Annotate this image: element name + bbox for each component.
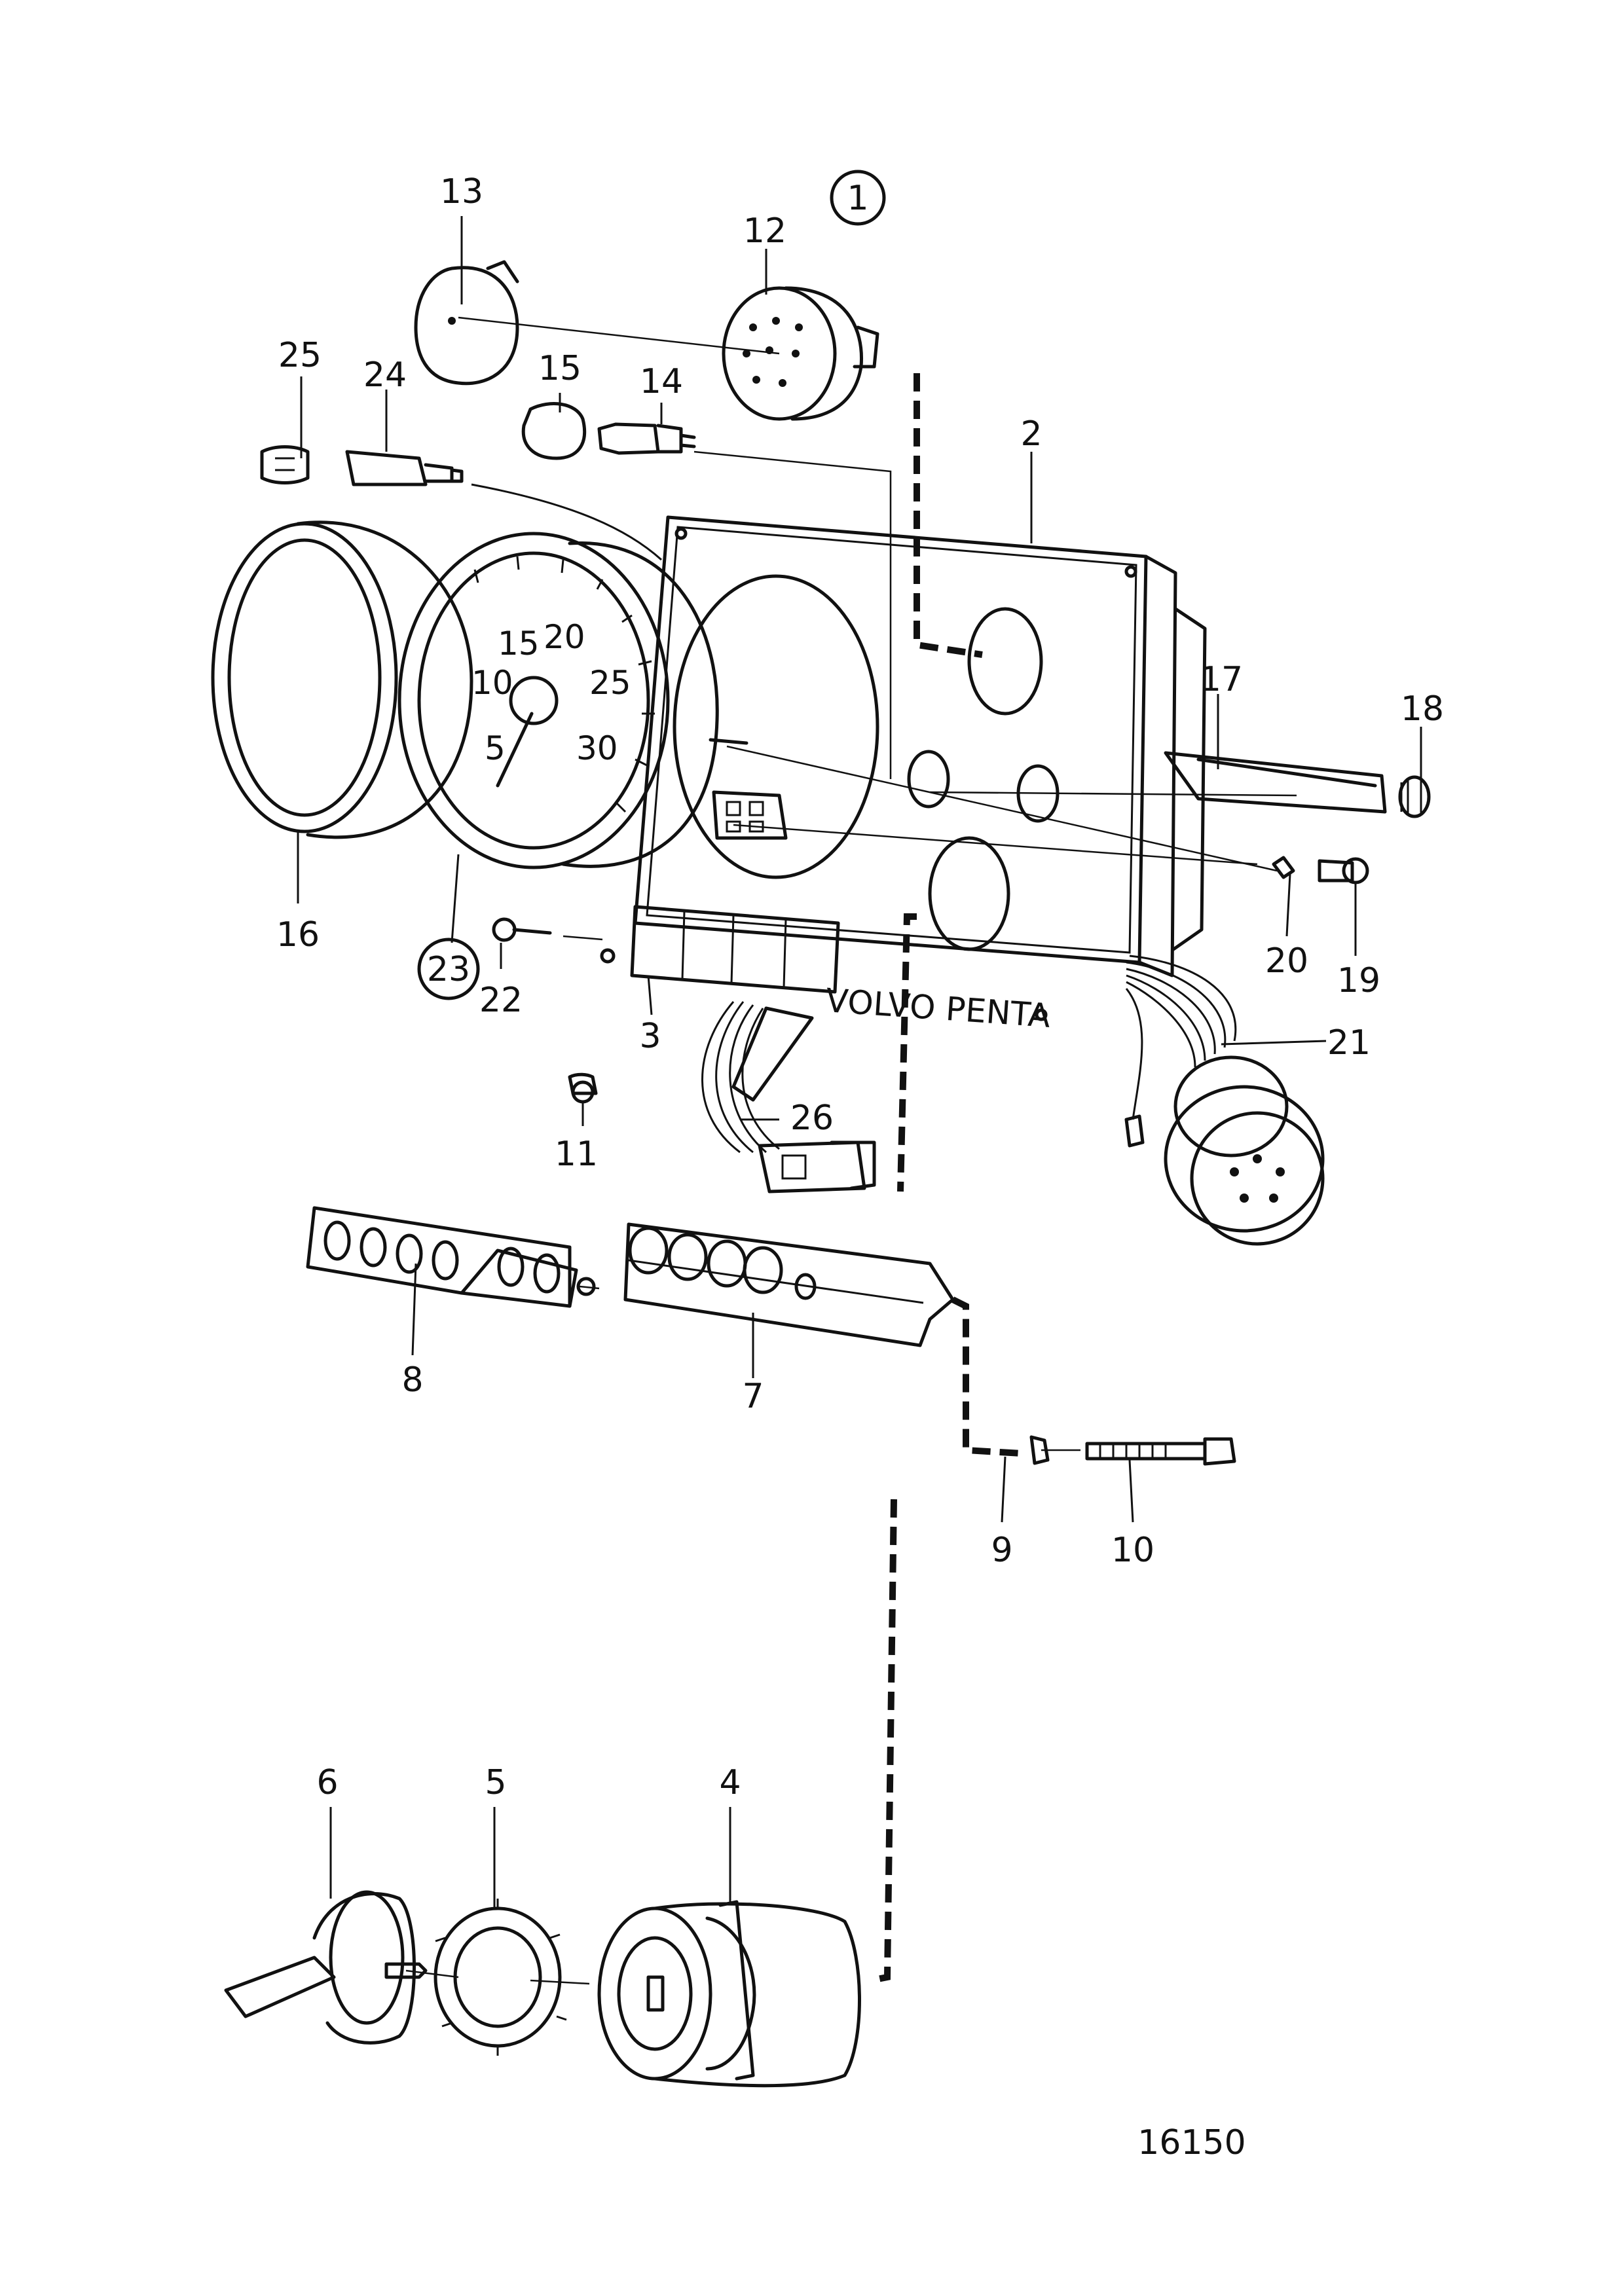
part-label-26: 26 <box>790 1099 834 1138</box>
bezel-ring <box>211 520 473 839</box>
part-label-22: 22 <box>479 981 523 1020</box>
assembly-lines <box>405 316 1297 1985</box>
bulb-and-holder <box>260 445 464 486</box>
part-label-25: 25 <box>278 336 322 375</box>
part-label-2: 2 <box>1020 414 1042 454</box>
tick-label: 30 <box>576 729 618 767</box>
part-label-15: 15 <box>538 349 581 388</box>
part-label-18: 18 <box>1401 689 1444 729</box>
side-wire-harness <box>701 1001 876 1194</box>
panel-brand-text: VOLVO PENTA <box>824 981 1052 1035</box>
tick-label: 10 <box>471 664 513 702</box>
reference-circle-1-label: 1 <box>847 179 868 218</box>
part-label-8: 8 <box>401 1360 423 1400</box>
part-label-3: 3 <box>639 1017 661 1056</box>
indicator-lamp-assembly <box>521 402 696 460</box>
part-label-14: 14 <box>640 362 683 401</box>
label-leaders <box>297 216 1422 1908</box>
part-label-11: 11 <box>555 1135 598 1174</box>
part-label-5: 5 <box>485 1763 506 1802</box>
part-label-6: 6 <box>316 1763 338 1802</box>
reference-circle-23-label: 23 <box>427 950 470 989</box>
tachometer-gauge: 15 20 10 25 5 30 <box>397 532 788 869</box>
tick-label: 20 <box>544 618 585 656</box>
ignition-switch-assembly <box>224 1890 861 2088</box>
part-label-7: 7 <box>742 1377 764 1416</box>
part-label-4: 4 <box>719 1763 741 1802</box>
multi-pin-connector <box>722 286 879 421</box>
switch-housing-cover <box>306 1206 596 1308</box>
part-label-13: 13 <box>440 172 483 211</box>
part-label-12: 12 <box>743 211 786 251</box>
switch-block <box>623 1222 955 1347</box>
part-labels: 13 12 25 24 15 14 2 17 18 16 20 19 21 22… <box>276 172 1444 1802</box>
reference-circle-23: 23 <box>417 938 480 1000</box>
drawing-number: 16150 <box>1137 2123 1246 2162</box>
tick-label: 15 <box>498 625 540 663</box>
reference-circle-1: 1 <box>830 170 886 226</box>
tick-label: 25 <box>589 664 631 702</box>
part-label-16: 16 <box>276 915 320 955</box>
part-label-10: 10 <box>1111 1531 1154 1570</box>
part-label-19: 19 <box>1337 961 1380 1000</box>
cover-cap <box>414 260 519 386</box>
part-label-24: 24 <box>363 355 407 395</box>
part-label-9: 9 <box>991 1531 1012 1570</box>
wire-harness-plug <box>1124 955 1325 1246</box>
small-hardware <box>492 856 1369 1104</box>
warning-lamp-strip <box>630 905 840 994</box>
part-label-17: 17 <box>1200 660 1243 699</box>
part-label-20: 20 <box>1265 941 1308 981</box>
part-label-21: 21 <box>1327 1023 1371 1063</box>
tick-label: 5 <box>485 729 506 767</box>
bolt-and-washer <box>1029 1435 1236 1466</box>
